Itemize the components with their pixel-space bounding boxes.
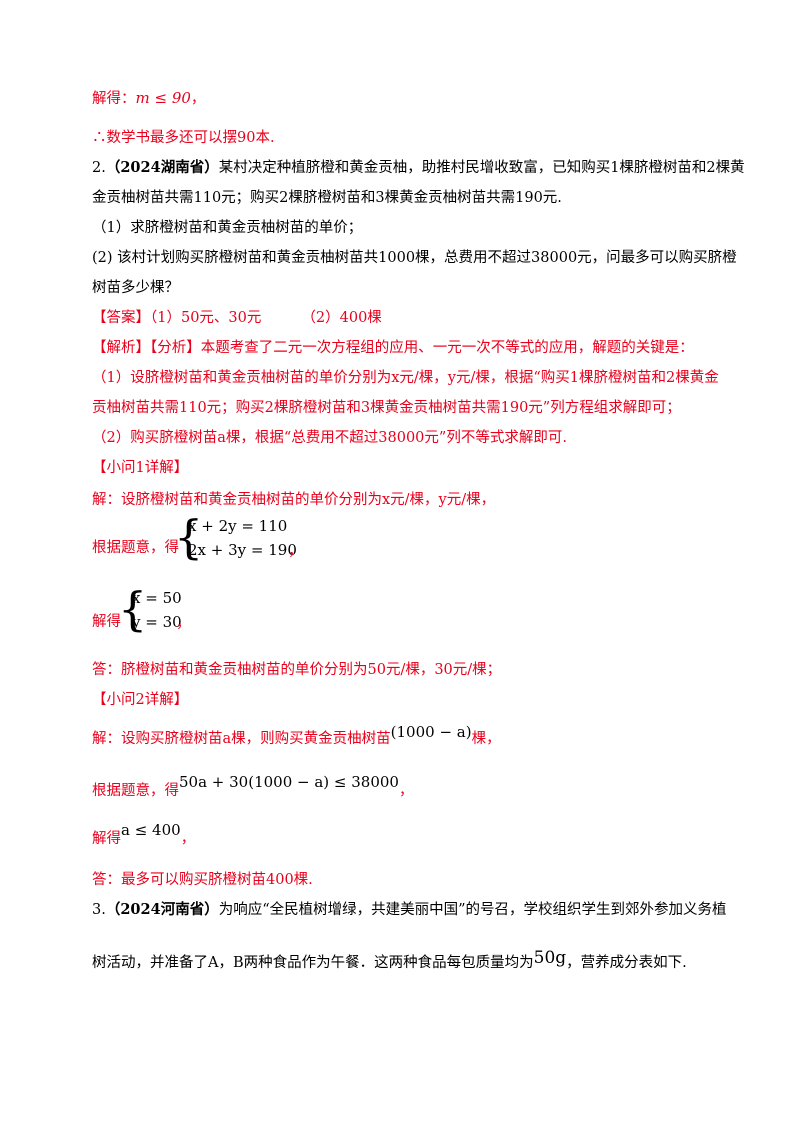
comma: ， [288,541,304,559]
answer-tag: 【答案】 [92,310,150,326]
question-text: 某村决定种植脐橙和黄金贡柚，助推村民增收致富，已知购买1棵脐橙树苗和2棵黄 [218,160,745,176]
sub-question-2-line-2: 树苗多少棵？ [92,280,179,296]
analysis-text: 本题考查了二元一次方程组的应用、一元一次不等式的应用，解题的关键是： [200,340,694,356]
answer-part-1: （1）50元、30元 [150,310,262,326]
solution-y: y = 30 [132,613,182,631]
equation-1: x + 2y = 110 [188,517,288,535]
part-1-tag: 【小问1详解】 [92,460,189,476]
question-3-text: 树活动，并准备了A，B两种食品作为午餐．这两种食品每包质量均为 [92,955,534,971]
sub-question-1: （1）求脐橙树苗和黄金贡柚树苗的单价； [92,220,363,236]
analysis-line-4: （2）购买脐橙树苗a棵，根据“总费用不超过38000元”列不等式求解即可. [92,430,567,446]
analysis-tag: 【解析】【分析】 [92,340,201,356]
question-2-line-2: 金贡柚树苗共需110元；购买2棵脐橙树苗和3棵黄金贡柚树苗共需190元. [92,190,562,206]
system-brace: { [174,510,204,564]
part-2-answer: 答：最多可以购买脐橙树苗400棵. [92,872,313,888]
analysis-line-2: （1）设脐橙树苗和黄金贡柚树苗的单价分别为x元/棵，y元/棵，根据“购买1棵脐橙… [92,370,719,386]
part-1-lead: 根据题意，得 [92,540,179,556]
comma: ， [180,831,196,847]
conclusion-line: ∴数学书最多还可以摆90本. [92,130,275,146]
question-3-line-1: 3.（2024河南省）为响应“全民植树增绿，共建美丽中国”的号召，学校组织学生到… [92,900,727,920]
sub-question-2-line-1: (2) 该村计划购买脐橙树苗和黄金贡柚树苗共1000棵，总费用不超过38000元… [92,250,737,266]
part-2-setup: 解：设购买脐橙树苗a棵，则购买黄金贡柚树苗(1000 − a)棵， [92,723,501,749]
solution-a: a ≤ 400 [121,821,181,839]
question-source: （2024湖南省） [105,159,219,176]
question-3-tail: ，营养成分表如下. [566,955,687,971]
mass-value: 50g [533,948,567,968]
answer-part-2: （2）400棵 [301,310,382,326]
part-2-setup-tail: 棵， [471,731,501,747]
solve-label: 解得： [92,91,136,107]
question-2-line-1: 2.（2024湖南省）某村决定种植脐橙和黄金贡柚，助推村民增收致富，已知购买1棵… [92,158,745,178]
question-source: （2024河南省） [105,901,219,918]
comma: ， [176,613,192,631]
inequality-result: m ≤ 90 [135,89,191,107]
part-2-solve-line: 解得a ≤ 400， [92,821,196,849]
question-3-line-2: 树活动，并准备了A，B两种食品作为午餐．这两种食品每包质量均为50g，营养成分表… [92,948,687,973]
question-number: 3. [92,902,106,918]
part-2-inequality-line: 根据题意，得50a + 30(1000 − a) ≤ 38000， [92,773,414,801]
analysis-line-1: 【解析】【分析】本题考查了二元一次方程组的应用、一元一次不等式的应用，解题的关键… [92,338,694,358]
solve-result-line: 解得：m ≤ 90， [92,88,205,109]
solution-x: x = 50 [132,589,182,607]
part-1-setup: 解：设脐橙树苗和黄金贡柚树苗的单价分别为x元/棵，y元/棵， [92,492,496,508]
part-2-lead: 根据题意，得 [92,783,179,799]
question-number: 2. [92,160,106,176]
part-2-tag: 【小问2详解】 [92,692,189,708]
part-1-solve-lead: 解得 [92,614,121,630]
part-2-solve-lead: 解得 [92,831,121,847]
part-1-answer: 答：脐橙树苗和黄金贡柚树苗的单价分别为50元/棵，30元/棵； [92,662,502,678]
analysis-line-3: 贡柚树苗共需110元；购买2棵脐橙树苗和3棵黄金贡柚树苗共需190元”列方程组求… [92,400,681,416]
comma: ， [398,783,414,799]
inequality: 50a + 30(1000 − a) ≤ 38000 [179,773,399,791]
equation-2: 2x + 3y = 190 [188,541,297,559]
part-2-setup-text: 解：设购买脐橙树苗a棵，则购买黄金贡柚树苗 [92,731,391,747]
solution-brace: { [118,582,148,636]
comma: ， [190,91,206,107]
expression-1000-minus-a: (1000 − a) [390,723,472,741]
question-text: 为响应“全民植树增绿，共建美丽中国”的号召，学校组织学生到郊外参加义务植 [218,902,727,918]
answer-line: 【答案】（1）50元、30元 （2）400棵 [92,308,382,328]
